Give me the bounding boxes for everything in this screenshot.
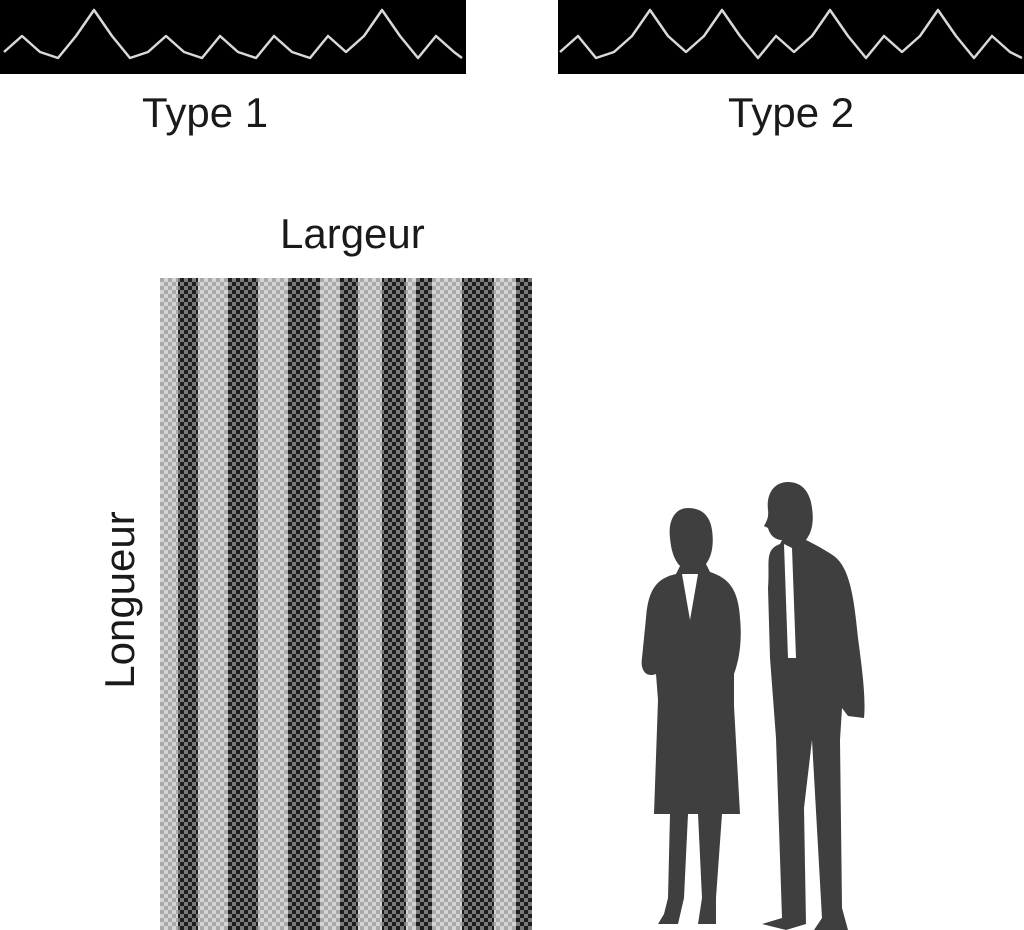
striped-panel [160, 278, 532, 930]
profile-strip-type1 [0, 0, 466, 74]
length-label: Longueur [96, 511, 143, 689]
man-silhouette [762, 482, 865, 930]
caption-type2: Type 2 [728, 89, 855, 136]
woman-silhouette [641, 508, 741, 924]
trapezoidal-wave-profile-icon [3, 8, 463, 60]
caption-type1: Type 1 [142, 89, 269, 136]
profile-strip-type2 [558, 0, 1024, 74]
people-silhouette-icon [636, 478, 868, 930]
width-label: Largeur [280, 210, 425, 257]
trapezoidal-wave-profile-icon [559, 8, 1023, 60]
